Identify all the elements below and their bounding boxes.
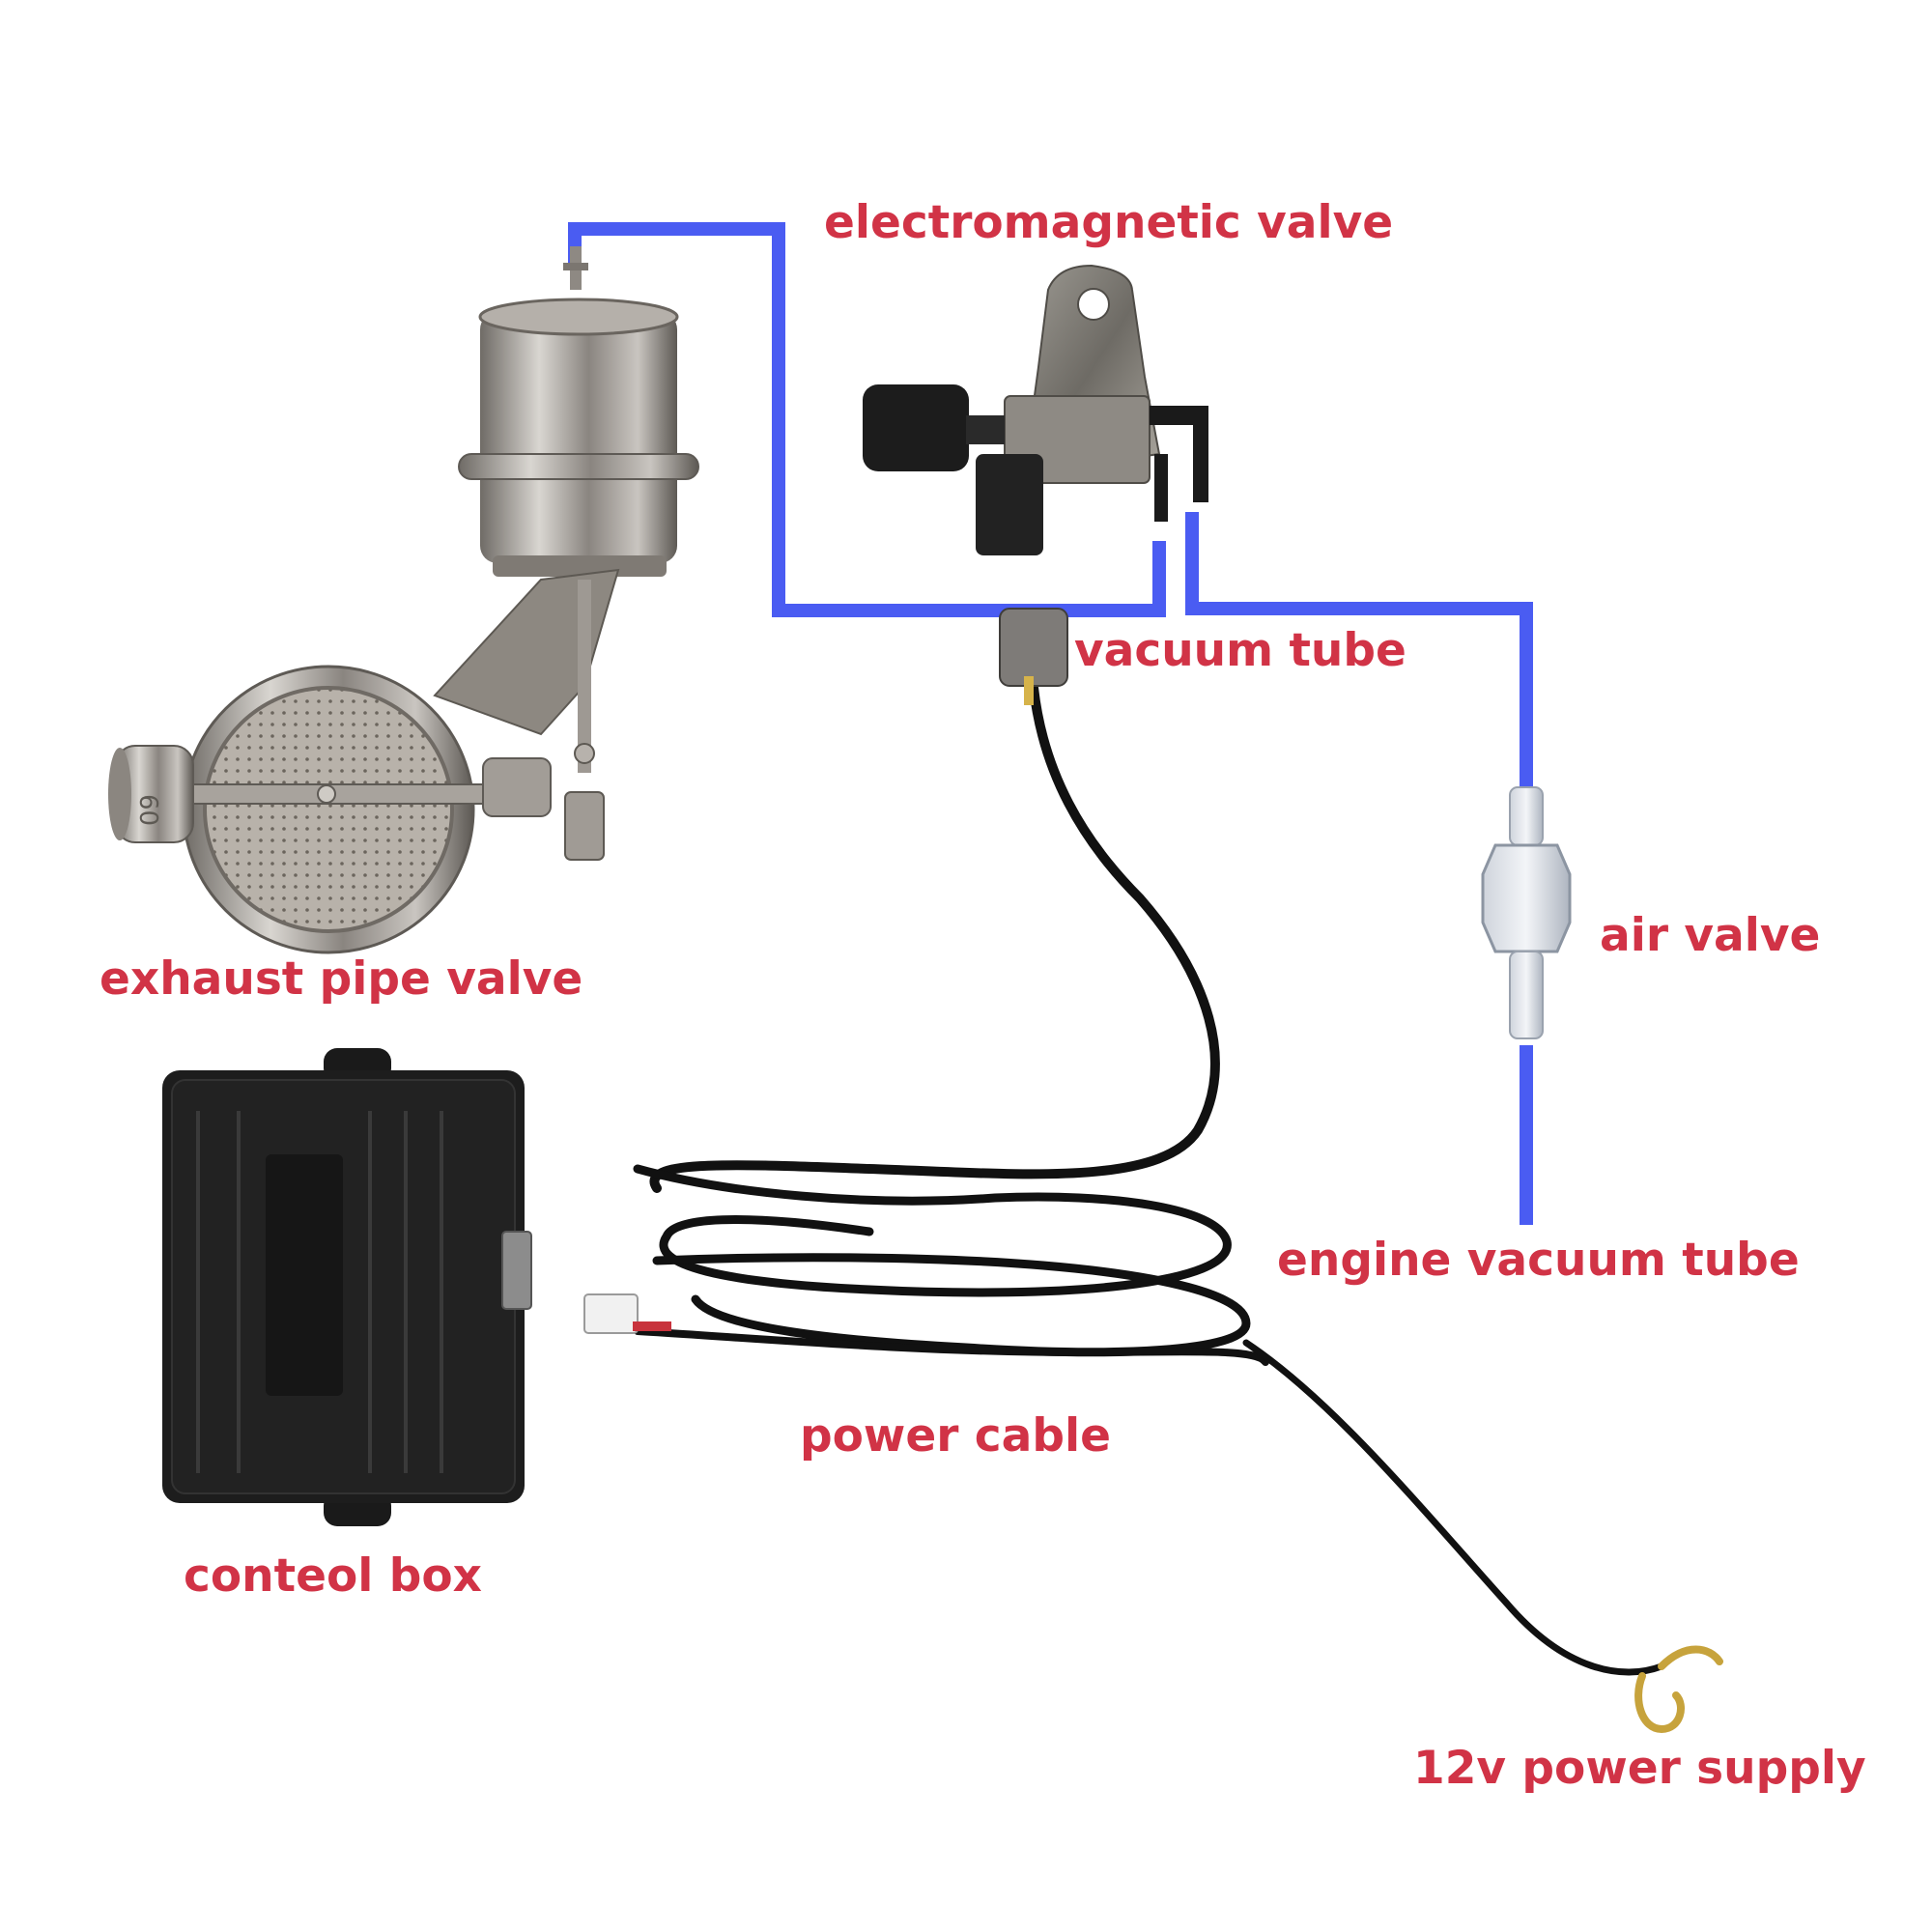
label-control-box: conteol box	[184, 1549, 482, 1603]
air-valve	[1481, 786, 1572, 1039]
vacuum-tube-lines	[568, 222, 1533, 1225]
vacuum-tube-right	[1185, 512, 1533, 787]
terminal-connectors	[1634, 1645, 1723, 1734]
valve-size-marking: 60	[133, 794, 162, 826]
power-cable	[633, 683, 1665, 1676]
electromagnetic-valve	[863, 264, 1208, 555]
label-electromagnetic-valve: electromagnetic valve	[824, 196, 1394, 249]
label-exhaust-pipe-valve: exhaust pipe valve	[99, 952, 583, 1006]
label-engine-vacuum-tube: engine vacuum tube	[1277, 1234, 1800, 1287]
label-air-valve: air valve	[1600, 909, 1821, 962]
exhaust-pipe-valve: 60	[108, 246, 699, 954]
label-power-cable: power cable	[800, 1409, 1111, 1463]
vacuum-tube-left	[568, 222, 1166, 617]
valve-connector	[999, 608, 1068, 705]
white-plug-connector	[583, 1293, 671, 1334]
label-12v-power-supply: 12v power supply	[1413, 1742, 1866, 1795]
label-vacuum-tube: vacuum tube	[1074, 624, 1406, 677]
control-box	[162, 1048, 532, 1526]
